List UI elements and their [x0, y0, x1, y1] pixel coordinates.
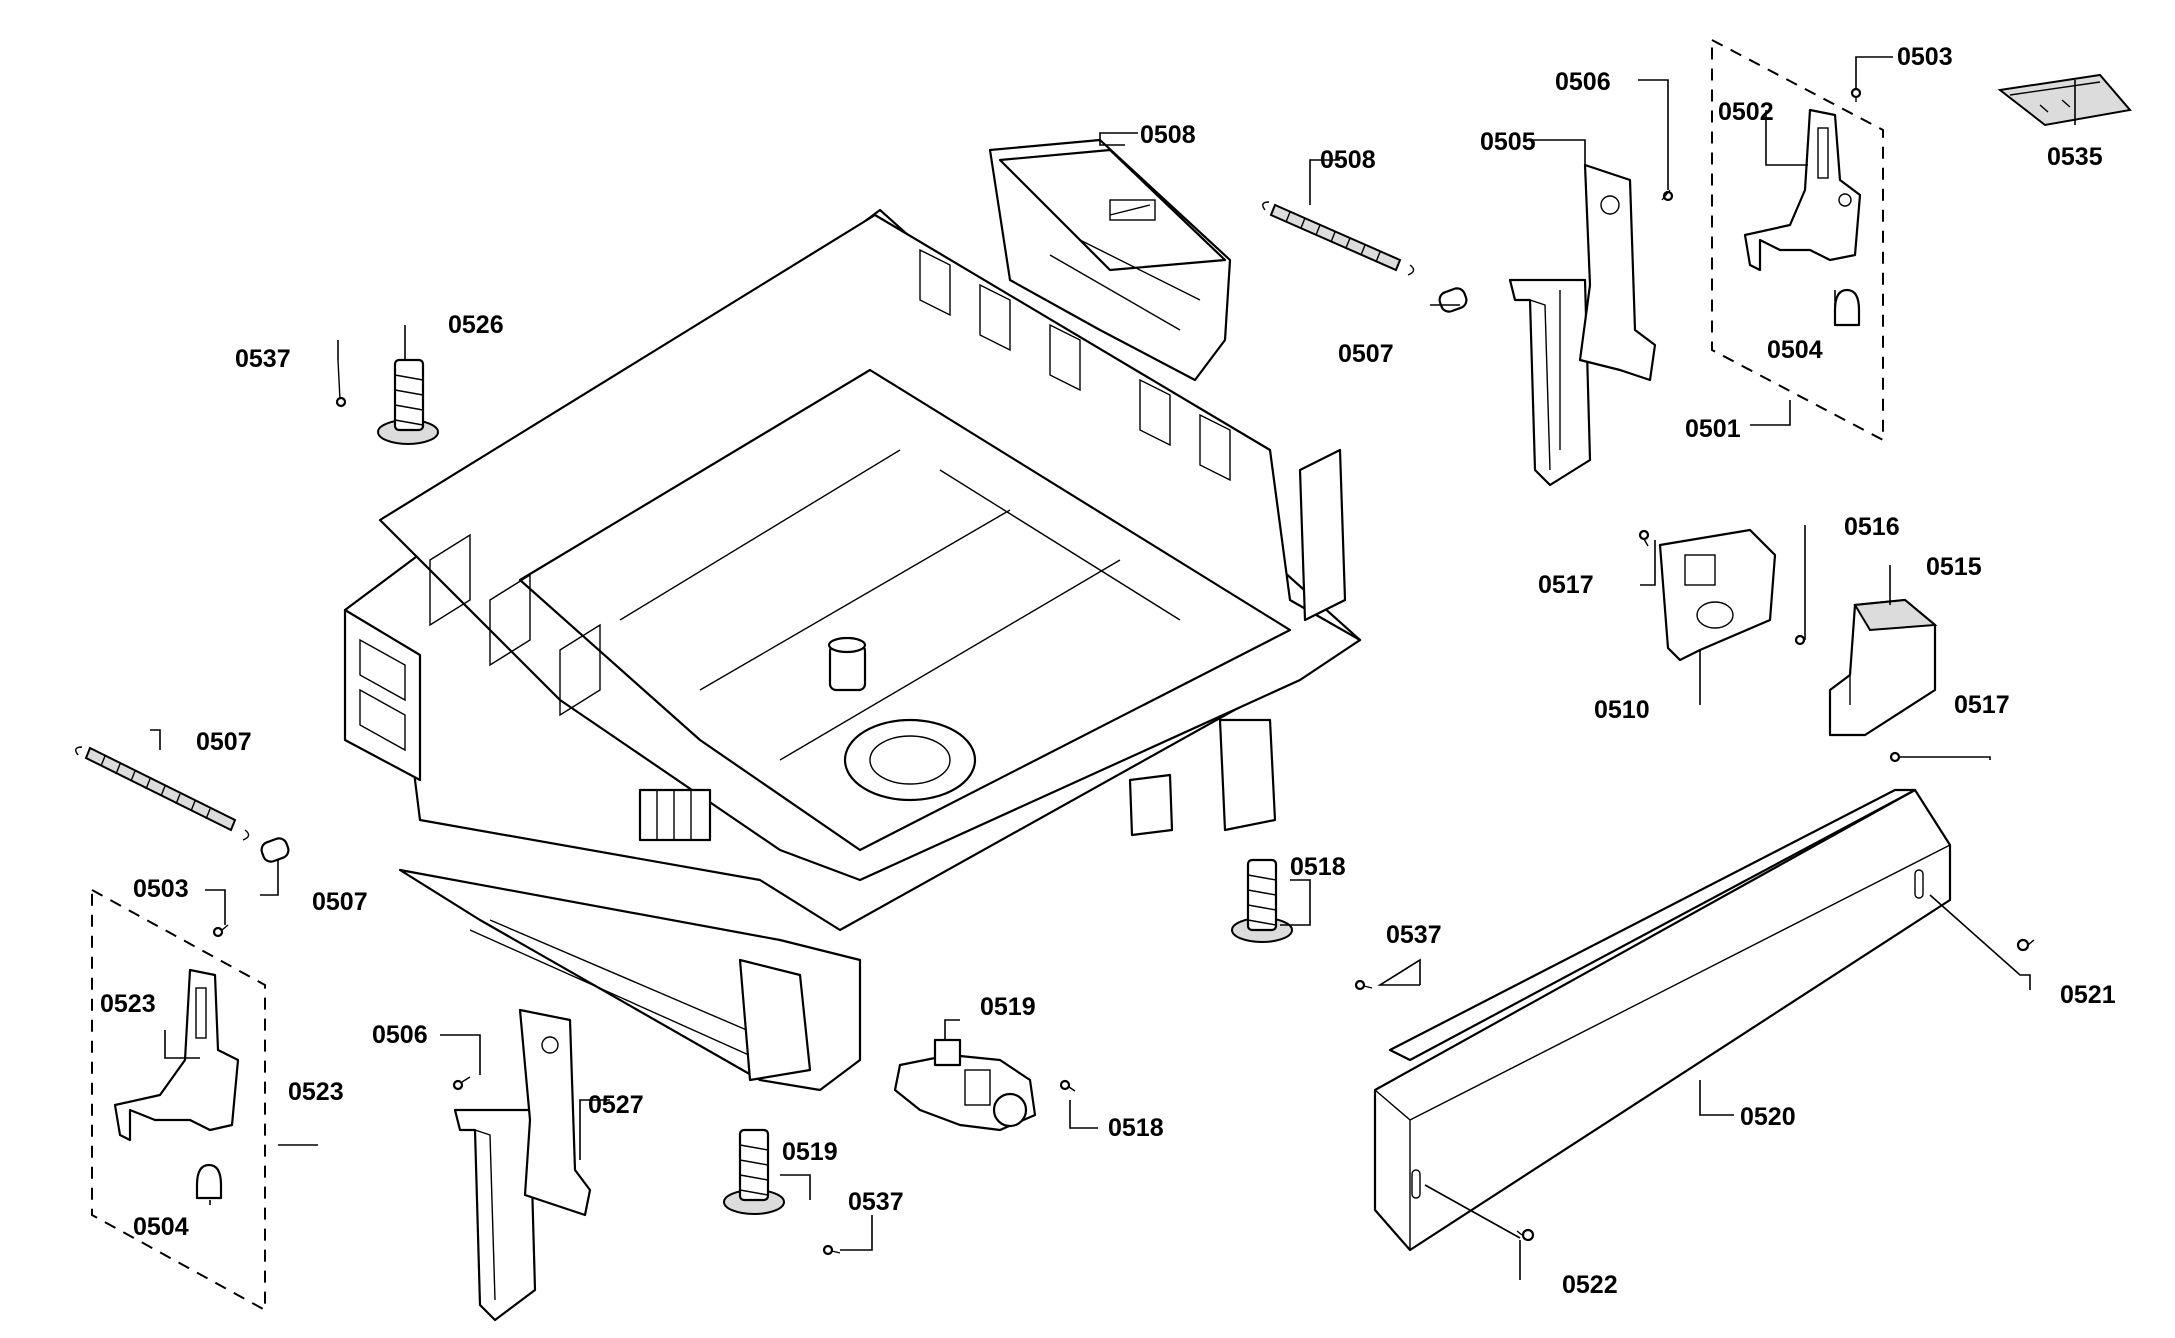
screw-0523-right: [2016, 938, 2035, 952]
label-0501: 0501: [1685, 415, 1741, 443]
leader-lines: [150, 56, 2076, 1280]
toe-kick-panel-0522: [1373, 788, 1952, 1252]
label-0517-top: 0516: [1844, 513, 1900, 541]
label-0518-top: 0517: [1538, 571, 1594, 599]
label-0535: 0535: [2047, 143, 2103, 171]
anchor-0507-top: [1438, 287, 1468, 313]
inlet-valve-0521: [893, 1038, 1037, 1132]
spring-0508-left: [75, 746, 250, 841]
label-0537-middle: 0537: [1386, 921, 1442, 949]
clip-0504-left: [195, 1163, 223, 1200]
label-0503-left: 0503: [133, 875, 189, 903]
callout-labels: 0508 0508 0507 0505 0506 0502 0503 0504 …: [100, 43, 2116, 1299]
label-0508-left: 0507: [196, 728, 252, 756]
screw-0503-right: [1850, 87, 1862, 102]
kit-boundary-0525: [91, 888, 266, 1312]
label-0522: 0520: [1740, 1103, 1796, 1131]
label-0526: 0523: [100, 990, 156, 1018]
label-0507-top: 0507: [1338, 340, 1394, 368]
screw-0537-top: [335, 359, 347, 408]
label-0503-top: 0503: [1897, 43, 1953, 71]
label-0519-bottom: 0519: [782, 1138, 838, 1166]
hinge-arm-0527: [453, 1008, 592, 1322]
bracket-0515: [1658, 528, 1777, 662]
label-0510: 0508: [1140, 121, 1196, 149]
label-0504-top: 0504: [1767, 336, 1823, 364]
label-0521: 0519: [980, 993, 1036, 1021]
label-0537-bottom: 0537: [848, 1188, 904, 1216]
clip-0504-right: [1833, 288, 1861, 327]
label-0506-left: 0506: [372, 1021, 428, 1049]
foot-0519-bottom: [723, 1128, 785, 1215]
hinge-bracket-0502: [1743, 108, 1862, 272]
label-0518-bottom: 0518: [1108, 1114, 1164, 1142]
label-0525: 0523: [288, 1078, 344, 1106]
screw-0537-bottom: [822, 1244, 841, 1256]
anchor-0507-left: [260, 837, 290, 863]
label-0537-top: 0537: [235, 345, 291, 373]
hinge-arm-0505: [1508, 163, 1657, 487]
control-bracket-0510: [988, 138, 1232, 382]
screw-0518-right: [1638, 529, 1650, 547]
foot-0520: [377, 358, 439, 445]
label-0506-top: 0506: [1555, 68, 1611, 96]
screw-0537-middle: [1354, 979, 1373, 991]
screw-0517-b: [1889, 751, 1901, 763]
label-0508-top: 0508: [1320, 146, 1376, 174]
label-0520: 0526: [448, 311, 504, 339]
kit-boundary-0501: [1711, 38, 1884, 442]
label-0516: 0515: [1926, 553, 1982, 581]
base-tub: [343, 208, 1362, 1092]
label-0517-bottom: 0517: [1954, 691, 2010, 719]
screw-0523-bottom: [1516, 1228, 1535, 1242]
label-0527: 0527: [588, 1091, 644, 1119]
label-0505: 0505: [1480, 128, 1536, 156]
cover-0516: [1828, 598, 1938, 737]
label-0515: 0510: [1594, 696, 1650, 724]
label-0523-bottom: 0522: [1562, 1271, 1618, 1299]
label-0502: 0502: [1718, 98, 1774, 126]
spring-0508-top: [1262, 201, 1415, 276]
screw-0506-left: [452, 1076, 471, 1091]
screw-bag-0535: [1997, 73, 2132, 127]
screw-0506-right: [1661, 189, 1674, 202]
screw-0518-bottom: [1059, 1079, 1076, 1092]
label-0523-right: 0521: [2060, 981, 2116, 1009]
screw-0503-left: [212, 924, 229, 938]
screw-0517-a: [1794, 634, 1806, 646]
label-0504-left: 0504: [133, 1213, 189, 1241]
label-0507-left: 0507: [312, 888, 368, 916]
foot-0519-middle: [1231, 858, 1293, 943]
hinge-bracket-0526: [113, 968, 240, 1142]
label-0519-middle: 0518: [1290, 853, 1346, 881]
